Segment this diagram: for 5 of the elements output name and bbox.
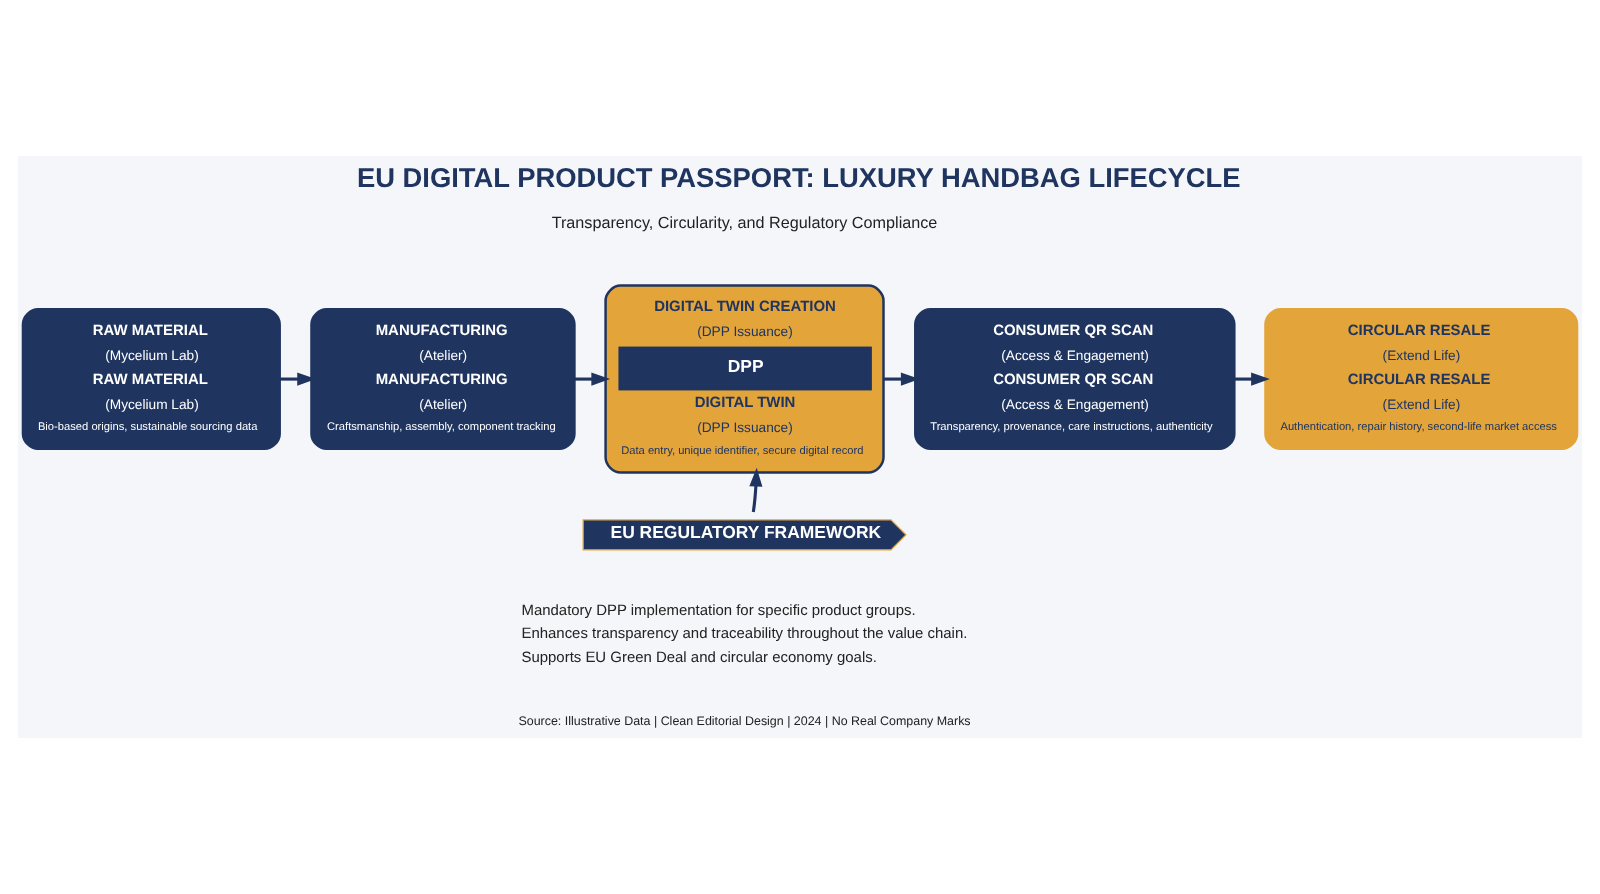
diagram-title: EU DIGITAL PRODUCT PASSPORT: LUXURY HANDBAG LIFECYCLE xyxy=(356,162,1241,193)
arrow xyxy=(749,467,763,513)
arrow xyxy=(280,372,316,386)
arrow xyxy=(1234,372,1270,386)
arrow xyxy=(883,372,920,386)
